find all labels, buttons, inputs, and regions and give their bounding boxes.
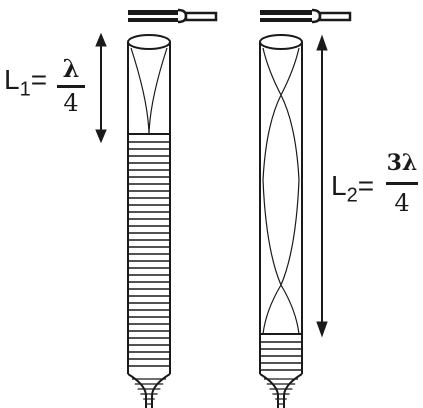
fraction-l1-numerator: λ: [62, 54, 80, 83]
label-l2-subscript: 2: [346, 184, 358, 207]
fraction-l1-bar: [57, 85, 85, 88]
label-l1: L1=: [4, 64, 47, 102]
fraction-l1-denominator: 4: [63, 89, 79, 117]
dimension-arrow-left: [95, 32, 107, 144]
tuning-fork-right: [260, 8, 352, 24]
label-l1-equals: =: [30, 64, 48, 95]
label-l2-equals: =: [357, 170, 375, 201]
fraction-l1: λ 4: [55, 56, 87, 116]
label-l2-name: L: [331, 170, 347, 201]
label-l2: L2=: [331, 170, 374, 208]
label-l1-name: L: [4, 64, 20, 95]
fraction-l2: 3λ 4: [383, 150, 421, 216]
fraction-l2-numerator: 3λ: [386, 150, 418, 176]
tuning-fork-left: [128, 8, 218, 24]
dimension-arrow-right: [316, 34, 328, 338]
tube-left: [127, 34, 171, 408]
fraction-l2-bar: [386, 182, 418, 185]
fraction-l2-denominator: 4: [394, 189, 410, 217]
tube-right: [259, 34, 303, 408]
label-l1-subscript: 1: [19, 78, 31, 101]
